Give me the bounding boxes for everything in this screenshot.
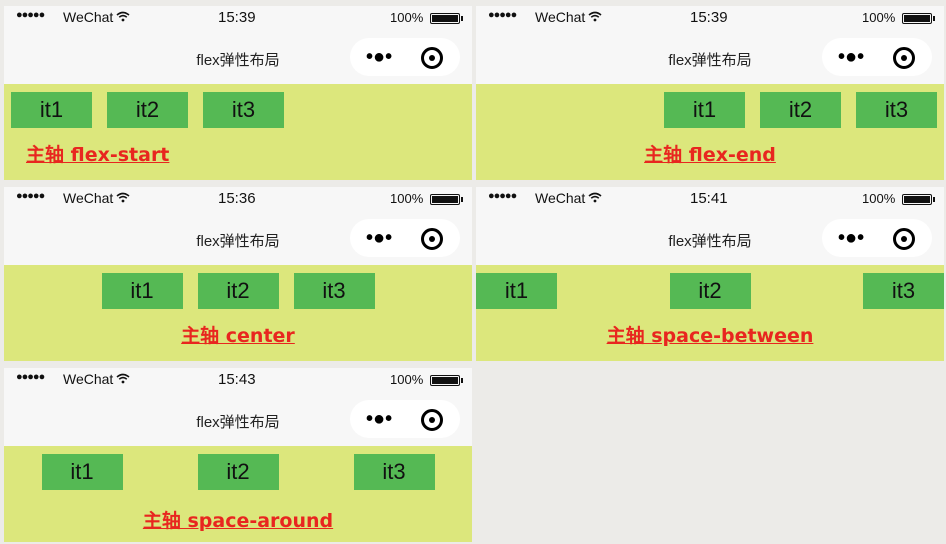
flex-item-it3: it3 — [863, 273, 944, 309]
nav-bar: flex弹性布局 •●• — [476, 211, 944, 265]
flex-item-it1: it1 — [11, 92, 92, 128]
battery-icon — [902, 13, 935, 24]
nav-bar: flex弹性布局 •●• — [4, 392, 472, 446]
signal-dots: ●●●●● — [16, 9, 45, 21]
wifi-icon — [588, 192, 602, 203]
battery-icon — [430, 194, 463, 205]
nav-bar: flex弹性布局 •●• — [4, 30, 472, 84]
carrier-name: WeChat — [535, 190, 586, 206]
status-time: 15:39 — [218, 9, 256, 26]
close-target-icon[interactable] — [421, 228, 443, 250]
battery-percent: 100% — [390, 372, 424, 387]
wifi-icon — [588, 11, 602, 22]
battery-percent: 100% — [390, 191, 424, 206]
capsule-menu[interactable]: •●• — [822, 38, 932, 76]
battery-percent: 100% — [862, 191, 896, 206]
flex-item-it2: it2 — [107, 92, 188, 128]
status-time: 15:41 — [690, 190, 728, 207]
flex-item-it2: it2 — [197, 273, 279, 309]
flex-row: it1 it2 it3 — [4, 92, 472, 128]
capsule-menu[interactable]: •●• — [350, 38, 460, 76]
flex-item-it3: it3 — [353, 454, 435, 490]
close-target-icon[interactable] — [893, 228, 915, 250]
battery-icon — [430, 13, 463, 24]
flex-row: it1 it2 it3 — [4, 454, 472, 490]
capsule-menu[interactable]: •●• — [350, 400, 460, 438]
close-target-icon[interactable] — [893, 47, 915, 69]
signal-dots: ●●●●● — [16, 371, 45, 383]
status-time: 15:36 — [218, 190, 256, 207]
battery-icon — [902, 194, 935, 205]
phone-screen-space-around: ●●●●● WeChat 15:43 100% flex弹性布局 •●• it1… — [4, 368, 472, 542]
capsule-menu[interactable]: •●• — [822, 219, 932, 257]
flex-container: it1 it2 it3 主轴 space-between — [476, 265, 944, 361]
more-icon[interactable]: •●• — [838, 46, 865, 68]
more-icon[interactable]: •●• — [366, 227, 393, 249]
battery-percent: 100% — [390, 10, 424, 25]
flex-item-it3: it3 — [856, 92, 937, 128]
flex-item-it3: it3 — [293, 273, 375, 309]
capsule-menu[interactable]: •●• — [350, 219, 460, 257]
battery-percent: 100% — [862, 10, 896, 25]
flex-item-it1: it1 — [41, 454, 123, 490]
flex-container: it1 it2 it3 主轴 space-around — [4, 446, 472, 542]
close-target-icon[interactable] — [421, 47, 443, 69]
flex-item-it1: it1 — [101, 273, 183, 309]
flex-container: it1 it2 it3 主轴 flex-end — [476, 84, 944, 180]
nav-bar: flex弹性布局 •●• — [4, 211, 472, 265]
close-target-icon[interactable] — [421, 409, 443, 431]
status-bar: ●●●●● WeChat 15:39 100% — [476, 6, 944, 30]
flex-container: it1 it2 it3 主轴 flex-start — [4, 84, 472, 180]
flex-item-it2: it2 — [760, 92, 841, 128]
flex-row: it1 it2 it3 — [476, 92, 944, 128]
status-bar: ●●●●● WeChat 15:39 100% — [4, 6, 472, 30]
signal-dots: ●●●●● — [16, 190, 45, 202]
nav-bar: flex弹性布局 •●• — [476, 30, 944, 84]
axis-label: 主轴 space-around — [142, 510, 334, 532]
flex-item-it1: it1 — [476, 273, 557, 309]
more-icon[interactable]: •●• — [366, 408, 393, 430]
page-title: flex弹性布局 — [668, 233, 752, 250]
signal-dots: ●●●●● — [488, 9, 517, 21]
flex-row: it1 it2 it3 — [4, 273, 472, 309]
wifi-icon — [116, 373, 130, 384]
page-title: flex弹性布局 — [196, 52, 280, 69]
carrier-name: WeChat — [535, 9, 586, 25]
axis-label: 主轴 center — [181, 325, 295, 347]
signal-dots: ●●●●● — [488, 190, 517, 202]
carrier-name: WeChat — [63, 190, 114, 206]
phone-screen-space-between: ●●●●● WeChat 15:41 100% flex弹性布局 •●• it1… — [476, 187, 944, 361]
axis-label: 主轴 flex-end — [644, 144, 776, 166]
status-time: 15:43 — [218, 371, 256, 388]
flex-item-it1: it1 — [664, 92, 745, 128]
status-bar: ●●●●● WeChat 15:36 100% — [4, 187, 472, 211]
page-title: flex弹性布局 — [196, 233, 280, 250]
carrier-name: WeChat — [63, 371, 114, 387]
more-icon[interactable]: •●• — [366, 46, 393, 68]
carrier-name: WeChat — [63, 9, 114, 25]
flex-item-it2: it2 — [197, 454, 279, 490]
axis-label: 主轴 flex-start — [26, 144, 170, 166]
phone-screen-flex-end: ●●●●● WeChat 15:39 100% flex弹性布局 •●• it1… — [476, 6, 944, 180]
status-bar: ●●●●● WeChat 15:41 100% — [476, 187, 944, 211]
axis-label: 主轴 space-between — [606, 325, 814, 347]
status-time: 15:39 — [690, 9, 728, 26]
status-bar: ●●●●● WeChat 15:43 100% — [4, 368, 472, 392]
phone-screen-flex-start: ●●●●● WeChat 15:39 100% flex弹性布局 •●• it1… — [4, 6, 472, 180]
wifi-icon — [116, 11, 130, 22]
flex-item-it3: it3 — [203, 92, 284, 128]
flex-container: it1 it2 it3 主轴 center — [4, 265, 472, 361]
page-title: flex弹性布局 — [196, 414, 280, 431]
flex-row: it1 it2 it3 — [476, 273, 944, 309]
flex-item-it2: it2 — [669, 273, 751, 309]
more-icon[interactable]: •●• — [838, 227, 865, 249]
page-title: flex弹性布局 — [668, 52, 752, 69]
battery-icon — [430, 375, 463, 386]
wifi-icon — [116, 192, 130, 203]
phone-screen-center: ●●●●● WeChat 15:36 100% flex弹性布局 •●• it1… — [4, 187, 472, 361]
